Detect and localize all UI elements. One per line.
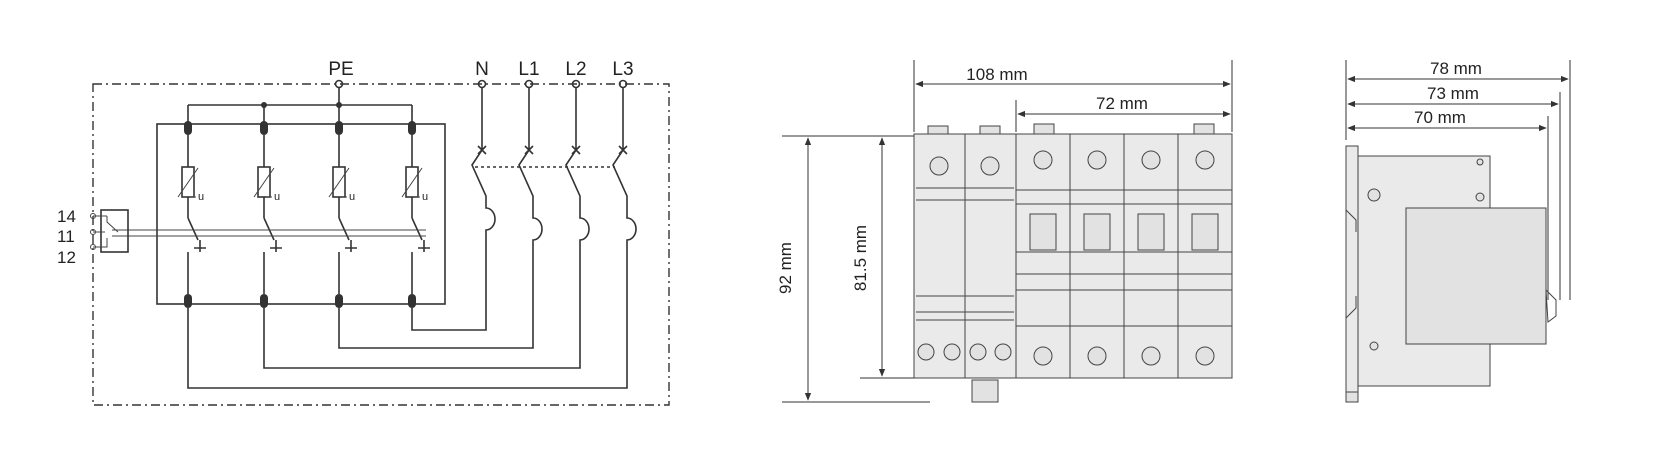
dim-height-total: 92 mm <box>776 242 795 294</box>
terminal-label-pe: PE <box>328 59 353 80</box>
varistor-mark: u <box>274 191 280 203</box>
pe-bus-node <box>336 102 342 108</box>
screw-icon <box>1087 346 1107 366</box>
fuse-bottom <box>184 294 192 308</box>
disconnector-switch <box>187 197 206 252</box>
spd-branches: u u u <box>177 121 430 308</box>
screw-icon <box>1195 346 1215 366</box>
front-view: 108 mm 72 mm 92 mm 81.5 mm <box>776 60 1233 403</box>
mechanical-linkage <box>112 229 426 237</box>
pe-bus <box>187 88 413 124</box>
varistor-mark: u <box>198 191 204 203</box>
breaker-n <box>411 79 496 331</box>
side-profile <box>1345 145 1557 403</box>
fuse-top <box>184 121 192 135</box>
screw-icon <box>1087 150 1107 170</box>
module-frame <box>156 123 446 305</box>
terminal-label-l3: L3 <box>612 59 633 80</box>
phase-breakers <box>187 79 637 389</box>
side-view: 78 mm 73 mm 70 mm <box>1345 59 1571 403</box>
front-cover <box>1405 207 1547 345</box>
breaker-l3 <box>187 79 637 389</box>
breaker-l1 <box>338 79 543 349</box>
contact-label-14: 14 <box>57 207 76 226</box>
spd-module-pair <box>913 125 1017 403</box>
branch-4: u <box>401 121 430 308</box>
screw-icon <box>1033 150 1053 170</box>
screw-icon <box>1369 341 1379 351</box>
dim-height-body: 81.5 mm <box>851 225 870 291</box>
breaker-modules <box>1015 123 1233 379</box>
lever <box>1545 288 1557 323</box>
pe-bus-node <box>261 102 267 108</box>
screw-icon <box>994 343 1012 361</box>
screw-icon <box>1141 346 1161 366</box>
contact-label-12: 12 <box>57 248 76 267</box>
screw-icon <box>1367 188 1381 202</box>
dim-depth-rail: 70 mm <box>1414 108 1466 127</box>
screw-icon <box>929 156 949 176</box>
varistor-mark: u <box>349 191 355 203</box>
aux-connector <box>971 379 999 403</box>
dim-width-total: 108 mm <box>966 65 1027 84</box>
extension-lines <box>913 60 1233 132</box>
auxiliary-contact: 14 11 12 <box>57 207 129 267</box>
breaker-l2 <box>263 79 590 369</box>
side-extension-lines <box>1345 60 1571 300</box>
dim-depth-total: 78 mm <box>1430 59 1482 78</box>
varistor-mark: u <box>422 191 428 203</box>
screw-icon <box>980 156 1000 176</box>
contact-label-11: 11 <box>57 227 75 246</box>
screw-icon <box>917 343 935 361</box>
extension-lines-vertical <box>782 135 930 403</box>
screw-icon <box>1033 346 1053 366</box>
terminal-label-l1: L1 <box>518 59 539 80</box>
terminal-label-n: N <box>475 59 489 80</box>
screw-icon <box>1475 192 1485 202</box>
screw-icon <box>969 343 987 361</box>
dim-depth-mid: 73 mm <box>1427 84 1479 103</box>
screw-icon <box>1141 150 1161 170</box>
pe-terminal <box>334 79 344 89</box>
dim-width-modules: 72 mm <box>1096 94 1148 113</box>
wiring-schematic: PE N L1 L2 L3 u <box>57 59 670 406</box>
enclosure-outline <box>92 83 670 406</box>
branch-3: u <box>328 121 357 308</box>
branch-1: u <box>177 121 206 308</box>
branch-2: u <box>253 121 282 308</box>
terminal-label-l2: L2 <box>565 59 586 80</box>
screw-icon <box>943 343 961 361</box>
screw-icon <box>1195 150 1215 170</box>
